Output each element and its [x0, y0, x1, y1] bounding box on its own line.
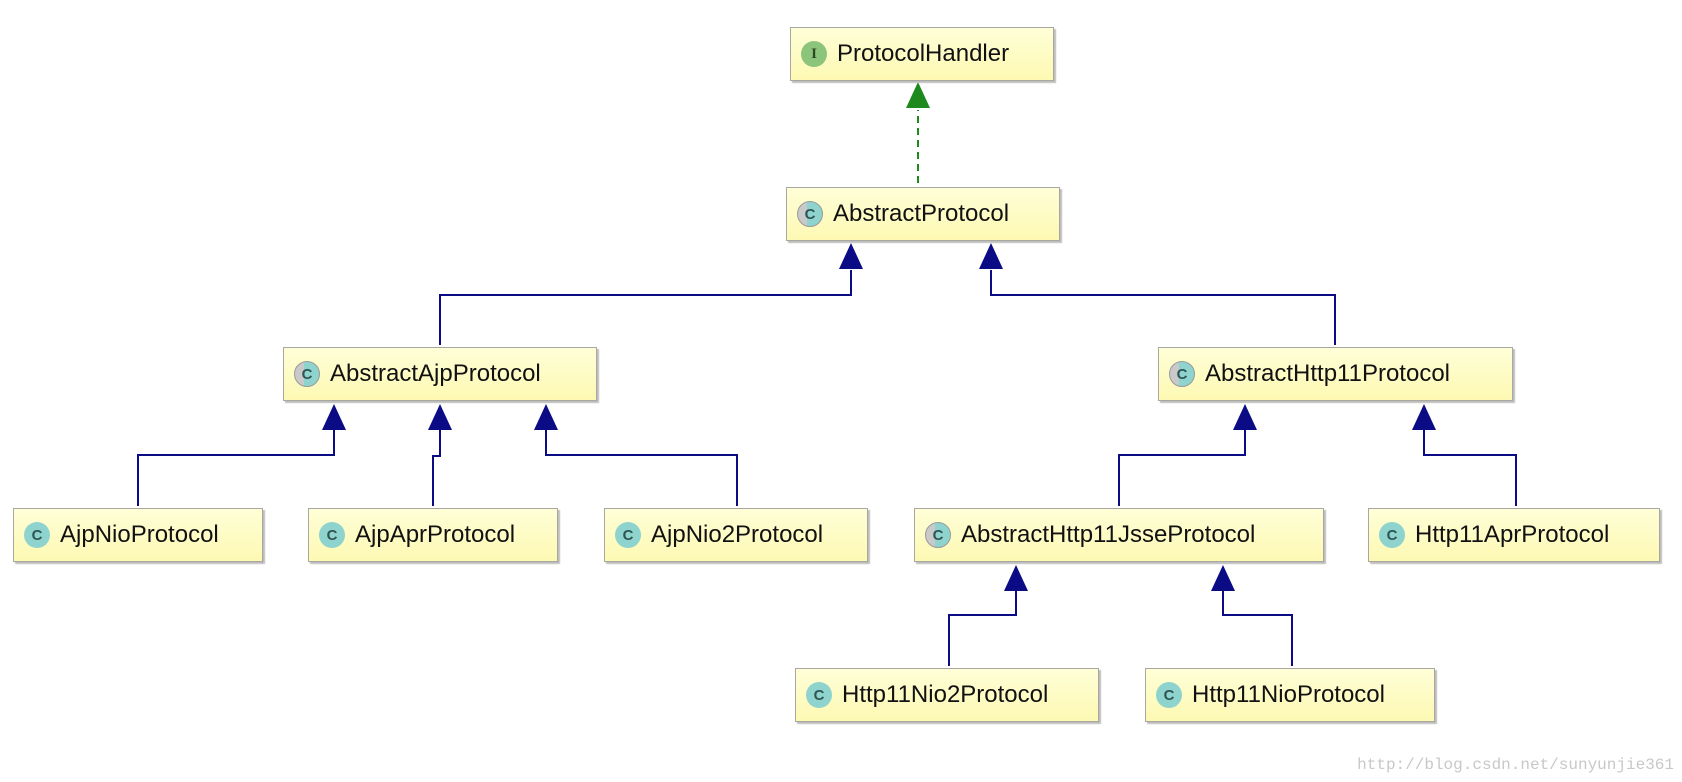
extends-arrowhead — [1211, 565, 1235, 591]
edge-line — [432, 430, 441, 506]
edge-line — [948, 590, 1017, 666]
extends-arrowhead — [534, 404, 558, 430]
http11-apr-protocol-node[interactable]: C Http11AprProtocol — [1368, 508, 1660, 562]
ajp-apr-protocol-label: AjpAprProtocol — [355, 521, 516, 548]
abstract-class-icon: C — [797, 201, 823, 227]
ajp-nio-protocol-node[interactable]: C AjpNioProtocol — [13, 508, 263, 562]
http11-apr-protocol-label: Http11AprProtocol — [1415, 521, 1610, 548]
ajp-nio2-protocol-label: AjpNio2Protocol — [651, 521, 824, 548]
http11-nio2-protocol-label: Http11Nio2Protocol — [842, 681, 1049, 708]
protocol-handler-node[interactable]: I ProtocolHandler — [790, 27, 1054, 81]
extends-arrowhead — [979, 243, 1003, 269]
ajp-nio2-protocol-node[interactable]: C AjpNio2Protocol — [604, 508, 868, 562]
edge-abstract-ajp-protocol-to-abstract-protocol — [439, 243, 863, 345]
abstract-class-icon: C — [925, 522, 951, 548]
abstract-ajp-protocol-label: AbstractAjpProtocol — [330, 360, 541, 387]
extends-arrowhead — [428, 404, 452, 430]
edge-line — [1118, 430, 1246, 506]
edge-line — [545, 430, 738, 506]
abstract-class-icon: C — [294, 361, 320, 387]
abstract-http11-jsse-protocol-label: AbstractHttp11JsseProtocol — [961, 521, 1256, 548]
edge-line — [439, 270, 852, 345]
class-icon: C — [319, 522, 345, 548]
implements-arrowhead — [906, 82, 930, 108]
abstract-protocol-node[interactable]: C AbstractProtocol — [786, 187, 1060, 241]
interface-icon: I — [801, 41, 827, 67]
abstract-http11-jsse-protocol-node[interactable]: C AbstractHttp11JsseProtocol — [914, 508, 1324, 562]
ajp-apr-protocol-node[interactable]: C AjpAprProtocol — [308, 508, 558, 562]
class-icon: C — [1379, 522, 1405, 548]
protocol-handler-label: ProtocolHandler — [837, 40, 1010, 67]
edge-ajp-nio2-protocol-to-abstract-ajp-protocol — [534, 404, 738, 506]
edge-abstract-protocol-to-protocol-handler — [906, 82, 930, 183]
class-icon: C — [806, 682, 832, 708]
class-icon: C — [1156, 682, 1182, 708]
edge-line — [1222, 590, 1293, 666]
edge-http11-nio-protocol-to-abstract-http11-jsse-protocol — [1211, 565, 1293, 666]
ajp-nio-protocol-label: AjpNioProtocol — [60, 521, 219, 548]
abstract-protocol-label: AbstractProtocol — [833, 200, 1010, 227]
extends-arrowhead — [1412, 404, 1436, 430]
watermark-text: http://blog.csdn.net/sunyunjie361 — [1357, 756, 1674, 774]
extends-arrowhead — [1233, 404, 1257, 430]
http11-nio-protocol-node[interactable]: C Http11NioProtocol — [1145, 668, 1435, 722]
extends-arrowhead — [1004, 565, 1028, 591]
extends-arrowhead — [322, 404, 346, 430]
class-icon: C — [24, 522, 50, 548]
abstract-class-icon: C — [1169, 361, 1195, 387]
http11-nio-protocol-label: Http11NioProtocol — [1192, 681, 1385, 708]
abstract-ajp-protocol-node[interactable]: C AbstractAjpProtocol — [283, 347, 597, 401]
edge-abstract-http11-jsse-protocol-to-abstract-http11-protocol — [1118, 404, 1257, 506]
http11-nio2-protocol-node[interactable]: C Http11Nio2Protocol — [795, 668, 1099, 722]
edge-ajp-apr-protocol-to-abstract-ajp-protocol — [428, 404, 452, 506]
edge-line — [1423, 430, 1517, 506]
edge-line — [137, 430, 335, 506]
edge-abstract-http11-protocol-to-abstract-protocol — [979, 243, 1336, 345]
edge-http11-nio2-protocol-to-abstract-http11-jsse-protocol — [948, 565, 1028, 666]
edge-line — [990, 270, 1336, 345]
edge-ajp-nio-protocol-to-abstract-ajp-protocol — [137, 404, 346, 506]
abstract-http11-protocol-label: AbstractHttp11Protocol — [1205, 360, 1451, 387]
class-icon: C — [615, 522, 641, 548]
abstract-http11-protocol-node[interactable]: C AbstractHttp11Protocol — [1158, 347, 1513, 401]
extends-arrowhead — [839, 243, 863, 269]
edge-http11-apr-protocol-to-abstract-http11-protocol — [1412, 404, 1517, 506]
